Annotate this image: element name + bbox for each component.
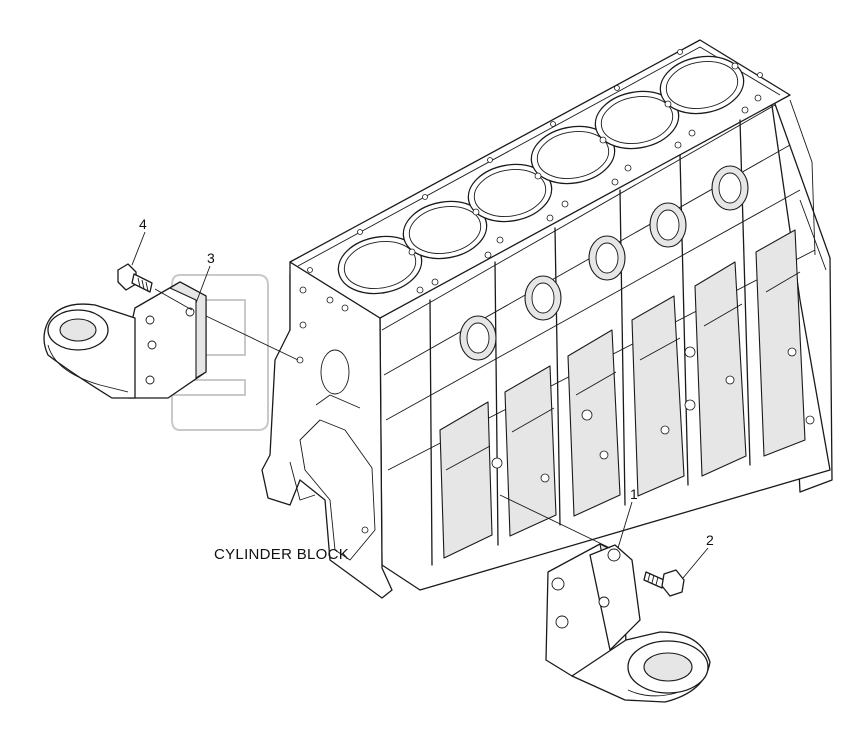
cylinder-bores	[337, 55, 745, 295]
bolt-left	[117, 263, 153, 293]
cylinder-block-label: CYLINDER BLOCK	[214, 546, 349, 563]
cylinder-block	[261, 39, 833, 599]
engine-mount-bracket-left	[43, 281, 207, 399]
bolt-right	[643, 569, 685, 597]
callout-3: 3	[207, 250, 215, 266]
callout-1: 1	[630, 486, 638, 502]
engine-mount-bracket-right	[545, 543, 711, 703]
side-openings	[459, 165, 749, 361]
callout-2: 2	[706, 532, 714, 548]
callout-4: 4	[139, 216, 147, 232]
deck-holes	[307, 49, 763, 312]
leader-lines	[131, 231, 709, 579]
lower-bays	[439, 229, 806, 559]
